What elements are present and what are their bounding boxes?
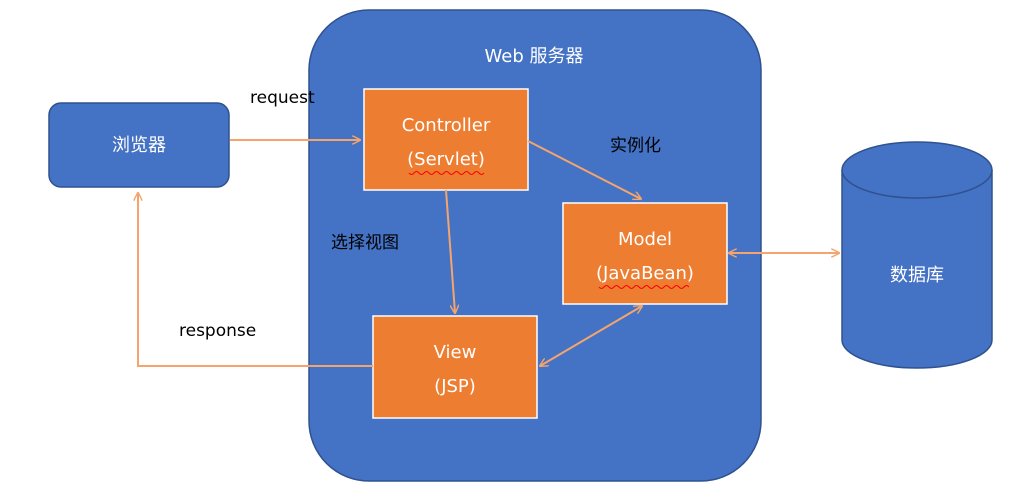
controller-type: (Servlet) [407, 149, 485, 170]
select-view-label: 选择视图 [331, 233, 399, 253]
model-type: (JavaBean) [596, 263, 694, 284]
request-label: request [250, 88, 315, 108]
response-arrow [138, 193, 373, 367]
model-view-arrow [540, 306, 642, 366]
view-name: View [434, 342, 477, 363]
view-box [372, 315, 538, 419]
browser-box [48, 102, 230, 188]
instantiate-arrow [527, 140, 641, 199]
controller-spellcheck-underline [408, 171, 485, 175]
response-label: response [179, 321, 256, 341]
instantiate-label: 实例化 [610, 136, 661, 156]
controller-name: Controller [402, 115, 491, 136]
controller-box [363, 88, 529, 191]
select-view-arrow [445, 189, 455, 313]
model-box [562, 202, 728, 305]
web-server-title: Web 服务器 [485, 46, 584, 67]
model-name: Model [618, 229, 672, 250]
database-label: 数据库 [890, 265, 944, 286]
view-type: (JSP) [434, 376, 476, 397]
database-cylinder [841, 141, 993, 369]
model-spellcheck-underline [598, 285, 690, 289]
browser-label: 浏览器 [112, 135, 166, 156]
